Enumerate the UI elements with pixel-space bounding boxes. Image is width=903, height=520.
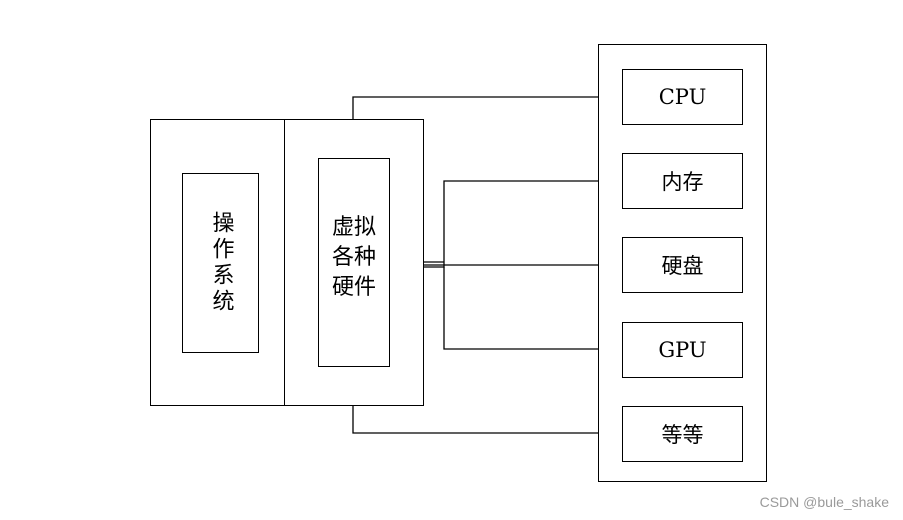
hardware-gpu-box — [622, 322, 743, 378]
hardware-gpu-label: GPU — [658, 338, 707, 362]
os-box — [182, 173, 259, 353]
hardware-disk-box — [622, 237, 743, 293]
line-etc — [352, 405, 622, 434]
line-gpu — [443, 267, 622, 350]
watermark: CSDN @bule_shake — [759, 494, 889, 510]
virtual-hardware-box — [318, 158, 390, 367]
hardware-memory-box — [622, 153, 743, 209]
os-label: 操作系统 — [208, 211, 234, 315]
hardware-cpu-box — [622, 69, 743, 125]
line-cpu — [352, 96, 622, 120]
hardware-memory-label: 内存 — [661, 170, 704, 194]
hardware-etc-box — [622, 406, 743, 462]
hardware-etc-label: 等等 — [661, 423, 704, 447]
virtual-hardware-label: 虚拟各种硬件 — [331, 215, 376, 300]
hardware-disk-label: 硬盘 — [661, 254, 704, 278]
hardware-cpu-label: CPU — [658, 85, 707, 109]
